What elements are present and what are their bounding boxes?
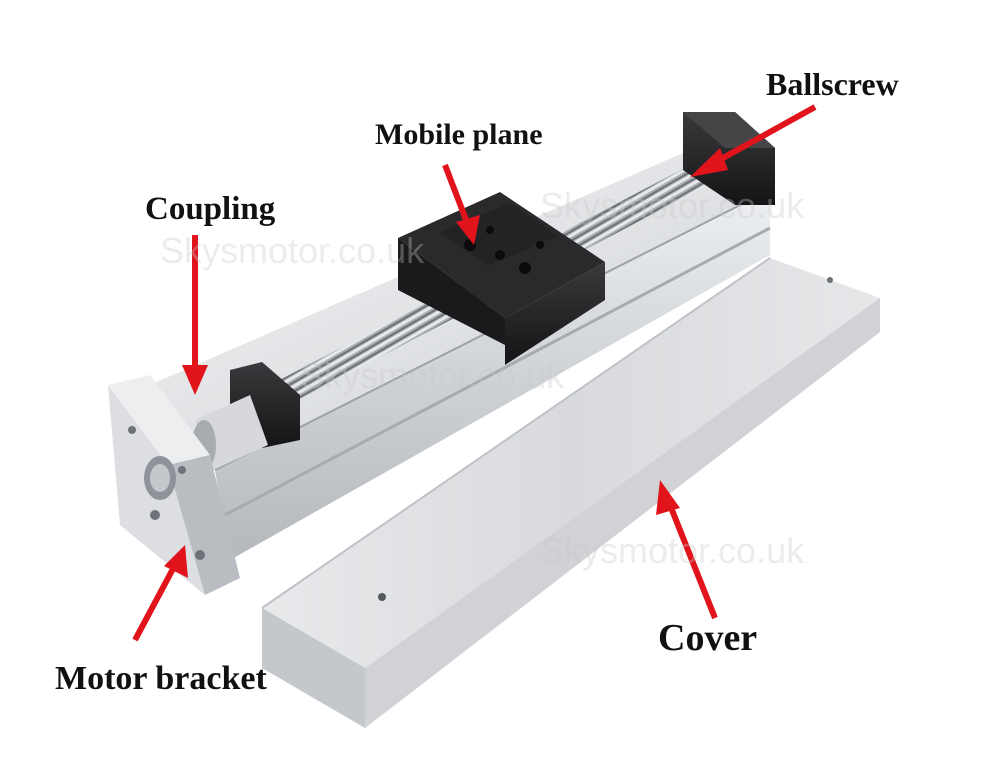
label-ballscrew: Ballscrew bbox=[766, 66, 899, 102]
coupling-arrow bbox=[182, 235, 208, 395]
ballscrew-arrow bbox=[690, 104, 817, 177]
label-motor-bracket: Motor bracket bbox=[55, 660, 267, 697]
label-coupling: Coupling bbox=[145, 191, 276, 227]
motor-bracket-arrow bbox=[132, 545, 188, 642]
mobile-plane-arrow bbox=[442, 163, 480, 245]
motor-bracket-part bbox=[108, 375, 240, 595]
callout-arrows bbox=[132, 104, 817, 642]
cover-arrow bbox=[656, 480, 718, 620]
label-mobile-plane: Mobile plane bbox=[375, 118, 543, 151]
mobile-plane-carriage bbox=[398, 192, 605, 365]
cover-part bbox=[261, 257, 880, 728]
label-cover: Cover bbox=[658, 617, 758, 659]
